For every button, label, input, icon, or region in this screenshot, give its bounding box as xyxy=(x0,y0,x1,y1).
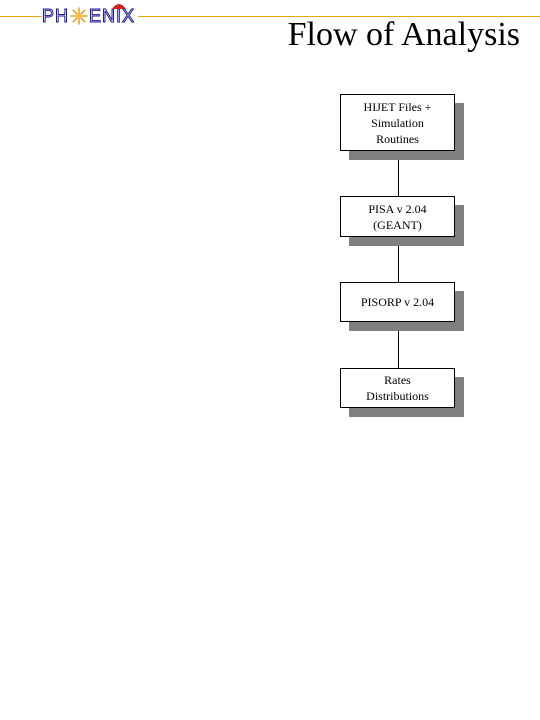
node-hijet-files: HIJET Files + Simulation Routines xyxy=(340,94,455,151)
header-rule xyxy=(0,16,540,17)
flame-icon xyxy=(112,4,126,9)
node-pisorp: PISORP v 2.04 xyxy=(340,282,455,322)
phenix-logo: PH ENIX xyxy=(41,4,139,27)
sunburst-icon xyxy=(70,7,88,25)
connector-3-4 xyxy=(398,322,399,368)
connector-1-2 xyxy=(398,151,399,196)
page-title: Flow of Analysis xyxy=(287,16,520,53)
node-rates-distributions: Rates Distributions xyxy=(340,368,455,408)
node-pisa: PISA v 2.04 (GEANT) xyxy=(340,196,455,237)
logo-text-left: PH xyxy=(41,5,70,26)
logo-text-right: ENIX xyxy=(89,5,136,26)
connector-2-3 xyxy=(398,237,399,282)
